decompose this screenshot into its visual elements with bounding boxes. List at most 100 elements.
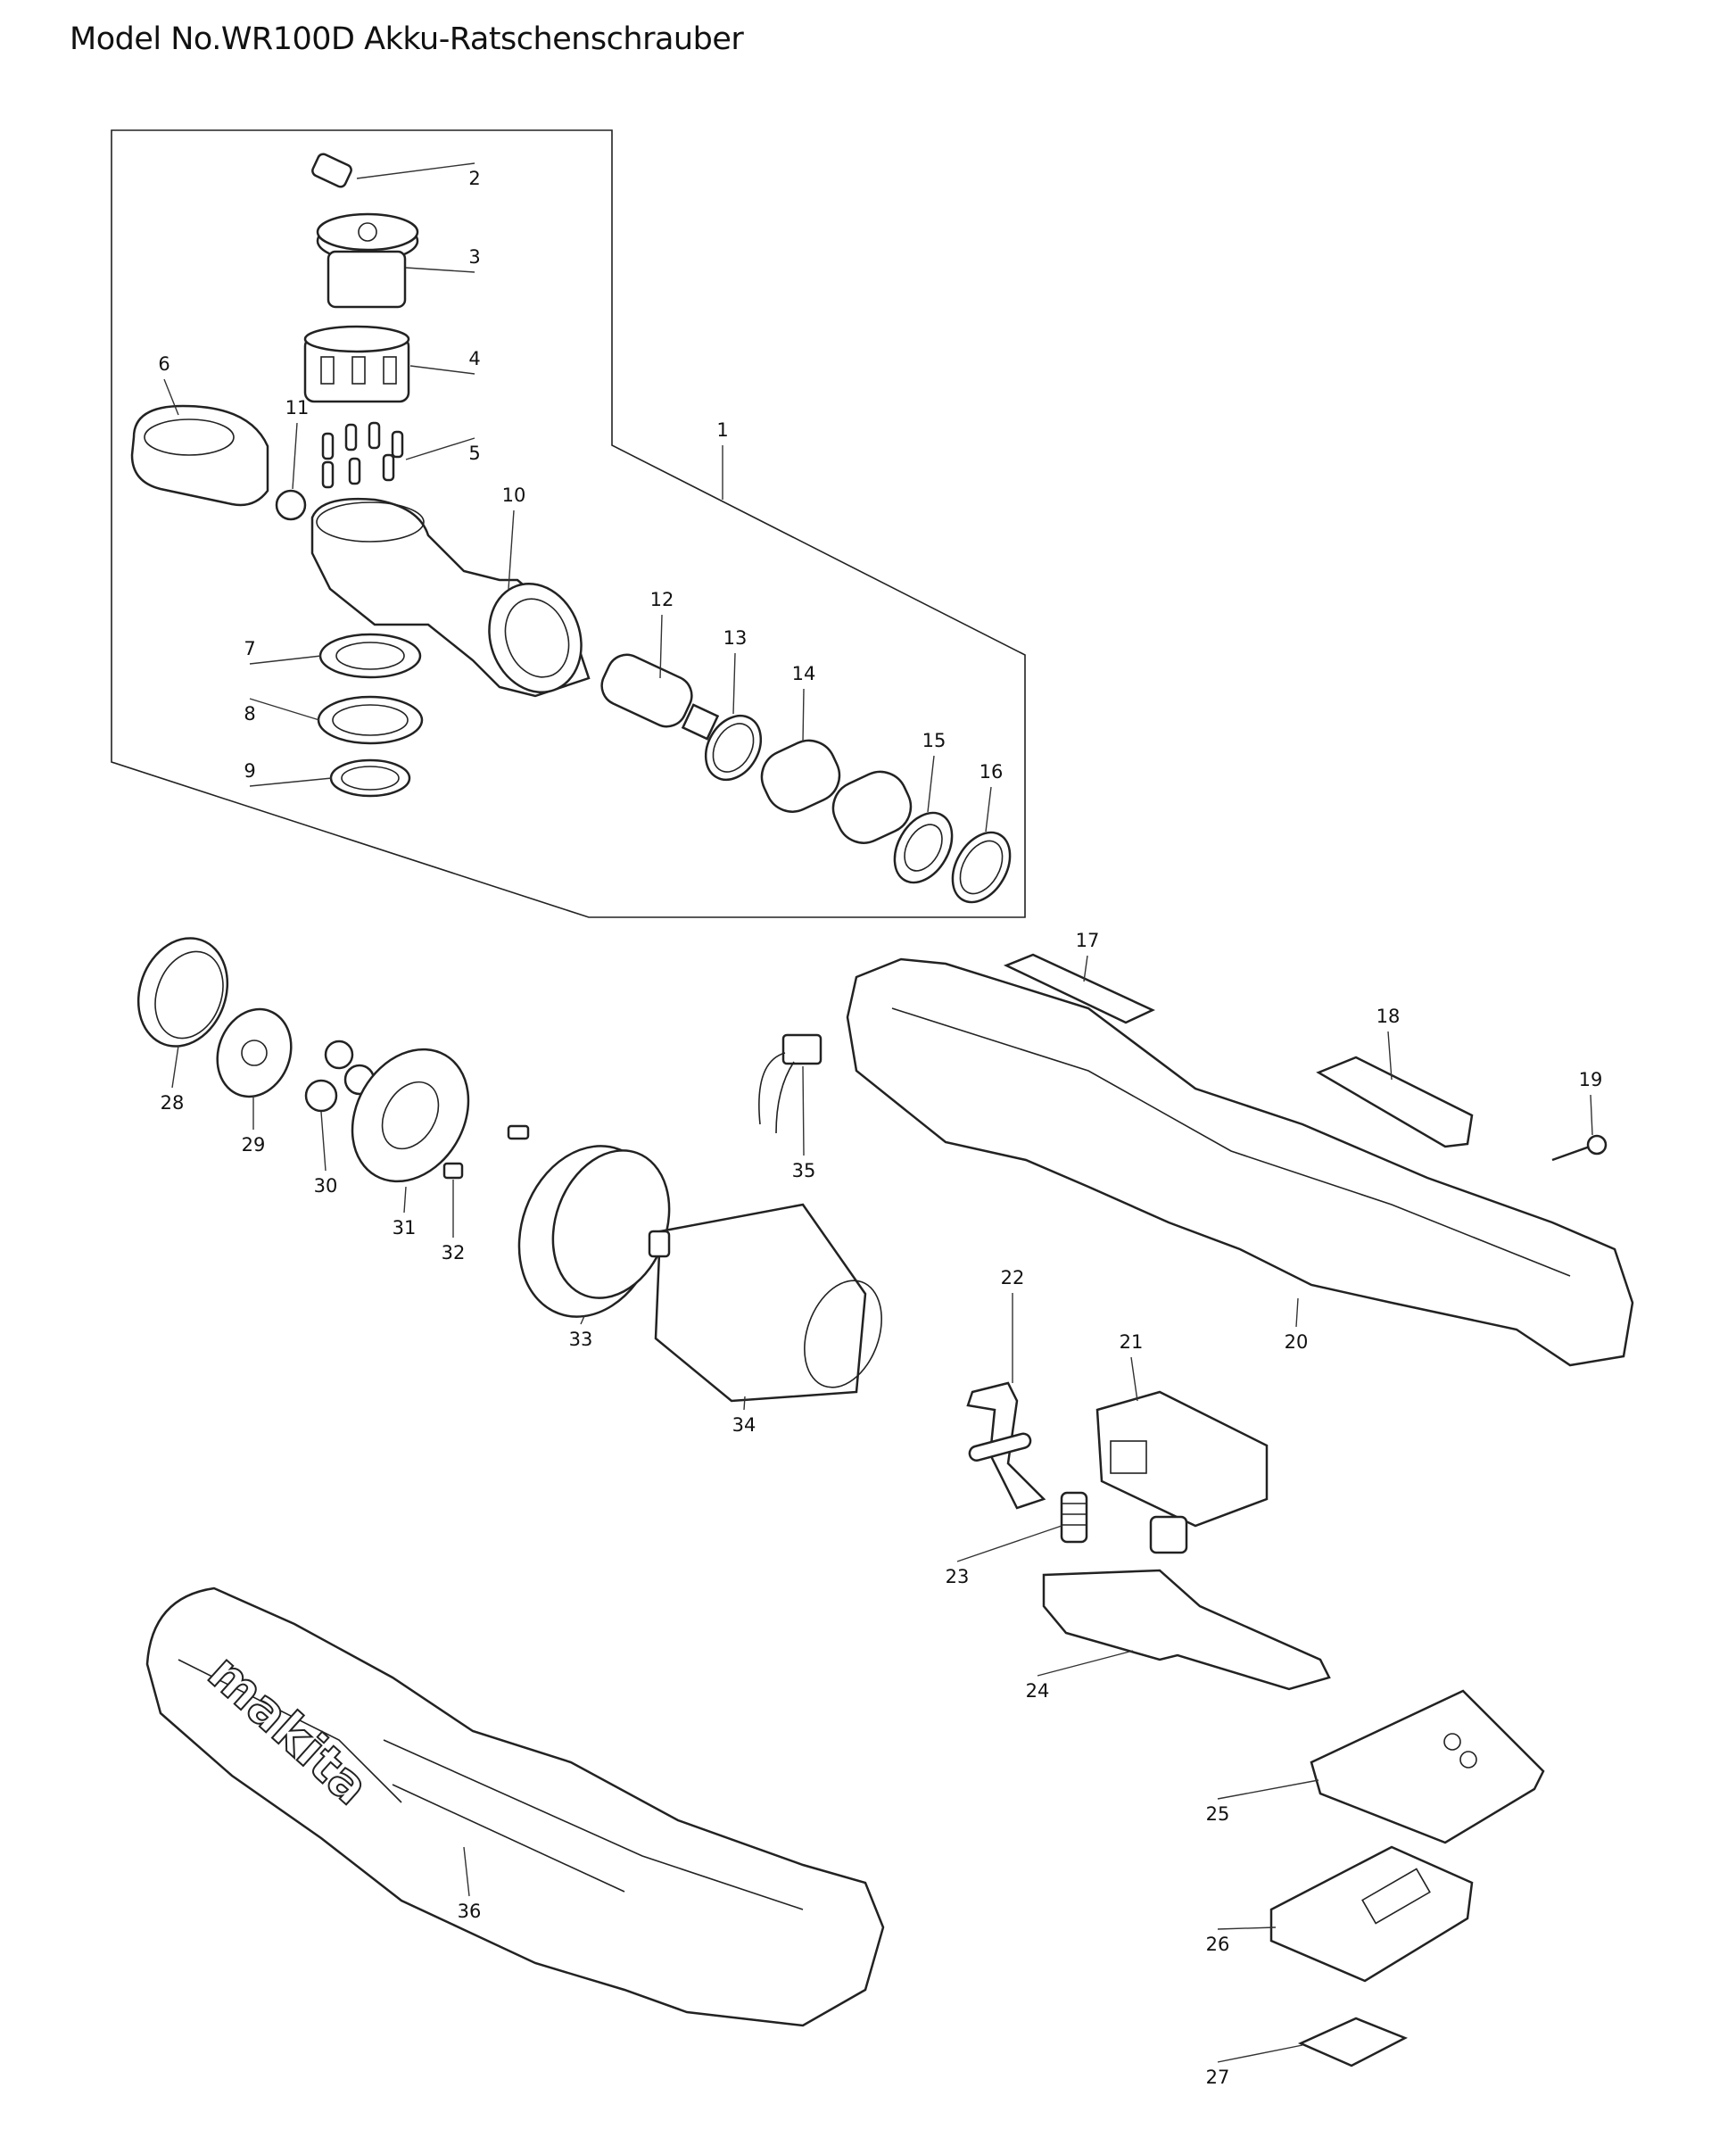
- callout-6: 6: [158, 353, 169, 375]
- part-23-spring: [1060, 1491, 1088, 1544]
- part-30-planet-gears: [304, 1040, 376, 1113]
- callout-32: 32: [442, 1242, 466, 1263]
- part-18-label: [1316, 1056, 1474, 1148]
- callout-21: 21: [1120, 1331, 1144, 1353]
- leader-line-10: [508, 510, 515, 590]
- callout-18: 18: [1376, 1006, 1401, 1027]
- part-32-screws: [442, 1124, 530, 1180]
- part-29-carrier: [216, 1007, 293, 1098]
- callout-13: 13: [723, 627, 748, 649]
- leader-line-9: [249, 777, 333, 787]
- callout-4: 4: [468, 348, 480, 369]
- leader-line-35: [802, 1065, 805, 1156]
- leader-line-6: [163, 378, 179, 416]
- leader-line-23: [956, 1525, 1062, 1562]
- leader-line-5: [405, 437, 475, 460]
- leader-line-4: [409, 365, 475, 375]
- callout-26: 26: [1206, 1934, 1230, 1955]
- callout-35: 35: [792, 1160, 816, 1181]
- leader-line-31: [403, 1186, 407, 1214]
- leader-line-16: [985, 786, 992, 833]
- leader-line-34: [743, 1396, 746, 1411]
- callout-12: 12: [650, 589, 674, 610]
- callout-10: 10: [502, 485, 526, 506]
- leader-line-20: [1295, 1297, 1299, 1328]
- callout-9: 9: [244, 760, 255, 782]
- leader-line-7: [249, 655, 322, 665]
- callout-3: 3: [468, 246, 480, 268]
- page-title: Model No.WR100D Akku-Ratschenschrauber: [70, 21, 744, 57]
- callout-14: 14: [792, 663, 816, 684]
- callout-8: 8: [244, 703, 255, 725]
- leader-line-28: [171, 1045, 179, 1089]
- part-4-cage: [303, 325, 410, 403]
- part-27-label: [1297, 2017, 1409, 2067]
- callout-5: 5: [468, 443, 480, 464]
- part-2-lever: [311, 153, 352, 188]
- callout-27: 27: [1206, 2067, 1230, 2088]
- callout-labels: 1234567891011121314151617181920212223242…: [158, 162, 1603, 2088]
- part-24-base: [1042, 1569, 1331, 1691]
- part-36-housing-assembly: makita: [145, 1587, 885, 2027]
- part-6-head-cover: [130, 404, 269, 507]
- callout-23: 23: [946, 1566, 970, 1587]
- part-14-needle-bearing: [760, 739, 913, 844]
- callout-25: 25: [1206, 1803, 1230, 1825]
- leader-line-33: [580, 1315, 585, 1325]
- leader-line-26: [1217, 1926, 1277, 1930]
- callout-29: 29: [242, 1134, 266, 1156]
- part-20-housing: [846, 957, 1634, 1367]
- callout-36: 36: [458, 1901, 482, 1922]
- callout-28: 28: [161, 1092, 185, 1114]
- leader-line-17: [1083, 955, 1088, 982]
- leader-line-27: [1217, 2044, 1303, 2063]
- leader-line-21: [1130, 1356, 1138, 1402]
- callout-2: 2: [468, 168, 480, 189]
- part-19-screw: [1551, 1134, 1608, 1162]
- part-22-lever: [966, 1381, 1046, 1510]
- part-25-controller-cover: [1310, 1689, 1545, 1844]
- callout-34: 34: [732, 1414, 756, 1436]
- leader-line-3: [405, 267, 475, 273]
- leader-line-13: [732, 652, 736, 715]
- part-35-connector: [758, 1033, 823, 1134]
- assembly-1-boundary: [111, 129, 1026, 918]
- callout-31: 31: [393, 1217, 417, 1239]
- callout-22: 22: [1001, 1267, 1025, 1288]
- part-31-washer: [351, 1048, 470, 1183]
- part-7-plate: [318, 633, 422, 679]
- part-26-controller-board: [1269, 1845, 1474, 1983]
- callout-30: 30: [314, 1175, 338, 1197]
- part-16-retaining-ring: [951, 831, 1012, 904]
- part-10-housing: [310, 497, 591, 698]
- callout-1: 1: [716, 419, 728, 441]
- leader-line-30: [320, 1111, 327, 1172]
- leader-line-8: [249, 698, 320, 721]
- part-21-switch: [1095, 1390, 1269, 1554]
- leader-line-25: [1217, 1779, 1319, 1800]
- callout-16: 16: [980, 761, 1004, 783]
- leader-line-19: [1590, 1094, 1593, 1136]
- part-15-washer: [893, 811, 954, 884]
- part-17-label: [1003, 953, 1155, 1024]
- leader-line-11: [292, 422, 298, 490]
- part-28-ring-gear: [136, 937, 229, 1048]
- part-12-shaft: [600, 653, 720, 741]
- leader-line-36: [463, 1846, 470, 1897]
- leader-line-12: [659, 614, 663, 679]
- part-3-ratchet: [316, 212, 419, 309]
- callout-20: 20: [1285, 1331, 1309, 1353]
- leader-line-18: [1387, 1031, 1393, 1081]
- leader-line-14: [802, 688, 805, 743]
- callout-11: 11: [285, 397, 310, 418]
- part-5-needle-rollers: [321, 421, 404, 489]
- callout-19: 19: [1579, 1069, 1603, 1090]
- callout-17: 17: [1076, 930, 1100, 951]
- part-9-ring: [329, 758, 411, 798]
- part-8-washer: [317, 695, 424, 745]
- callout-24: 24: [1026, 1680, 1050, 1702]
- part-13-o-ring: [704, 714, 763, 782]
- callout-15: 15: [922, 730, 947, 751]
- callout-7: 7: [244, 638, 255, 659]
